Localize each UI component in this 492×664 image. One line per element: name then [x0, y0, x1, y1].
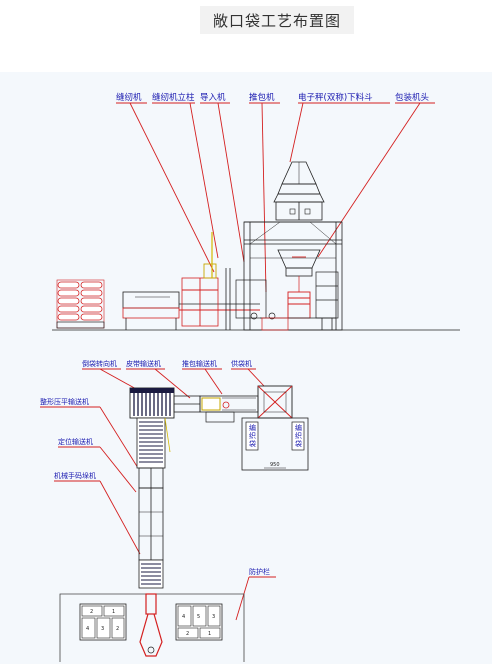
vertical-conveyor	[136, 417, 171, 589]
plan-view: 倒袋转向机 皮带输送机 推包输送机 供袋机 整形压平输送机 定位输送机 机械手码…	[40, 359, 309, 662]
label-sewing-column: 缝纫机立柱	[152, 92, 195, 103]
label-shaping-press: 整形压平输送机	[40, 397, 89, 406]
dimension-label: 950	[270, 462, 280, 468]
pallet-left-n3: 4	[86, 626, 89, 632]
woven-bag-right-char3: 袋	[295, 439, 302, 448]
label-sewing-machine: 缝纫机	[116, 92, 142, 103]
woven-bag-left-char1: 编	[249, 423, 256, 432]
pallet-right-n1: 4	[182, 614, 185, 620]
label-positioning-conveyor: 定位输送机	[58, 437, 93, 446]
woven-bag-left-char3: 袋	[249, 439, 256, 448]
woven-bag-stacks: 编 织 袋 编 织 袋 950	[241, 417, 309, 471]
packing-tower	[243, 161, 343, 331]
plan-label-underlines	[40, 368, 276, 578]
label-push-conveyor: 推包输送机	[182, 359, 217, 368]
label-palletizer-robot: 机械手码垛机	[54, 471, 96, 480]
label-bag-turner: 倒袋转向机	[82, 359, 117, 368]
pallet-right-n2: 5	[197, 614, 200, 620]
pallet-left-n2: 1	[112, 609, 115, 615]
label-bag-pusher: 推包机	[249, 92, 275, 103]
pallet-right: 4 5 3 2 1	[175, 603, 223, 641]
bag-turner	[129, 387, 175, 419]
label-bag-feeder: 供袋机	[231, 359, 252, 368]
label-guardrail: 防护栏	[249, 567, 270, 576]
pallet-left-n1: 2	[90, 609, 93, 615]
palletizer-robot-arm	[139, 593, 163, 657]
woven-bag-left-char2: 织	[249, 431, 256, 440]
pallet-right-n3: 3	[212, 614, 215, 620]
label-electronic-scale-hopper: 电子秤(双称)下料斗	[298, 92, 373, 103]
stacked-bags	[56, 279, 105, 329]
elevation-view: 缝纫机 缝纫机立柱 导入机 推包机 电子秤(双称)下料斗 包装机头	[52, 92, 460, 331]
pallet-left: 2 1 4 3 2	[79, 603, 127, 641]
leader-lines	[129, 102, 421, 293]
label-belt-conveyor: 皮带输送机	[126, 359, 161, 368]
pallet-right-n5: 1	[208, 631, 211, 637]
layout-drawing: 缝纫机 缝纫机立柱 导入机 推包机 电子秤(双称)下料斗 包装机头	[40, 92, 460, 662]
plan-leader-lines	[99, 368, 265, 621]
drawing-canvas: 缝纫机 缝纫机立柱 导入机 推包机 电子秤(双称)下料斗 包装机头	[0, 72, 492, 664]
pallet-right-n4: 2	[186, 631, 189, 637]
page-title: 敞口袋工艺布置图	[212, 11, 341, 30]
elevation-conveyor	[122, 232, 276, 330]
label-guide-machine: 导入机	[200, 92, 226, 103]
bag-feeder	[257, 385, 293, 419]
title-box: 敞口袋工艺布置图	[200, 6, 354, 34]
woven-bag-right-char1: 编	[295, 423, 302, 432]
label-packing-head: 包装机头	[395, 92, 430, 103]
pallet-left-n4: 3	[101, 626, 104, 632]
pallet-left-n5: 2	[116, 626, 119, 632]
woven-bag-right-char2: 织	[295, 431, 302, 440]
